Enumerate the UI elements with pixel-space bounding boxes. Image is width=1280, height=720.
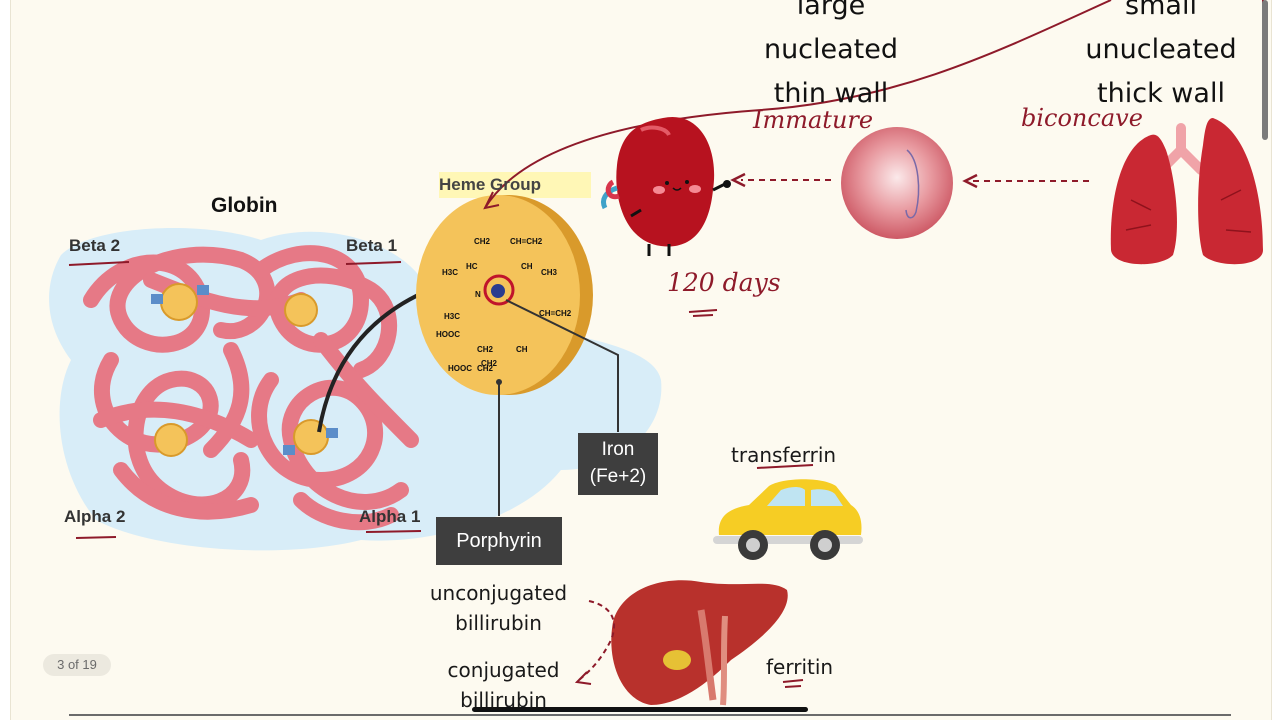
vertical-scrollbar[interactable] xyxy=(1262,0,1268,140)
chem-label: CH2 xyxy=(477,345,494,354)
red-blood-cell xyxy=(841,127,953,239)
cell-scribble xyxy=(905,149,920,219)
chem-label: HC xyxy=(466,262,478,271)
transferrin-label: transferrin xyxy=(731,443,837,467)
chem-label: CH xyxy=(521,262,533,271)
iron-formula: (Fe+2) xyxy=(589,466,647,487)
mature-traits: small unucleated thick wall xyxy=(1051,0,1271,116)
chem-label: CH2 xyxy=(481,359,498,368)
trait-nucleus: nucleated xyxy=(763,34,899,65)
biconcave-annotation: biconcave xyxy=(1021,104,1143,132)
annotation-curve xyxy=(484,0,1112,209)
chem-label: CH2 xyxy=(477,364,494,373)
chem-label: HOOC xyxy=(448,364,472,373)
days-underline xyxy=(688,309,718,317)
chem-label: CH=CH2 xyxy=(510,237,543,246)
unconjugated-bilirubin-label: unconjugated billirubin xyxy=(411,578,586,638)
lungs-illustration xyxy=(1110,118,1263,265)
alpha1-label: Alpha 1 xyxy=(359,507,421,526)
diagram-artwork xyxy=(49,0,1264,706)
trait-size: small xyxy=(1125,0,1197,21)
days-annotation: 120 days xyxy=(667,268,781,297)
immature-annotation: Immature xyxy=(753,106,874,134)
globin-to-heme-arrow xyxy=(317,288,430,433)
conjugated-bilirubin-label: conjugated billirubin xyxy=(431,655,576,715)
iron-label: Iron xyxy=(601,439,635,460)
trait-nucleus: unucleated xyxy=(1085,34,1237,65)
immature-traits: large nucleated thin wall xyxy=(731,0,931,116)
dashed-arrow-1-head xyxy=(730,172,746,188)
chem-label: CH3 xyxy=(541,268,558,277)
iron-connector xyxy=(505,299,619,432)
chem-label: CH xyxy=(516,345,528,354)
bottom-divider xyxy=(69,714,1231,716)
globin-title: Globin xyxy=(211,194,278,217)
chem-label: CH2 xyxy=(474,237,491,246)
unconjugated-line2: billirubin xyxy=(455,611,542,635)
trait-size: large xyxy=(796,0,866,21)
page-indicator: 3 of 19 xyxy=(43,654,111,676)
alpha2-label: Alpha 2 xyxy=(64,507,126,526)
dashed-arrow-2-head xyxy=(962,173,978,189)
unconjugated-line1: unconjugated xyxy=(429,581,568,605)
iron-label-box: Iron (Fe+2) xyxy=(578,433,658,495)
chem-label: HOOC xyxy=(436,330,460,339)
spleen-illustration xyxy=(601,116,731,256)
heme-group-title: Heme Group xyxy=(439,175,542,194)
chem-label: CH=CH2 xyxy=(539,309,572,318)
bilirubin-dashed-arrow xyxy=(578,600,616,681)
transferrin-underline xyxy=(756,464,814,469)
trait-wall: thick wall xyxy=(1097,78,1225,109)
chain-label-underlines xyxy=(68,261,422,539)
conjugated-line1: conjugated xyxy=(447,658,560,682)
chem-label: H3C xyxy=(444,312,461,321)
ferritin-underline xyxy=(782,679,804,688)
trait-wall: thin wall xyxy=(773,78,889,109)
chem-label: N xyxy=(475,290,481,299)
home-indicator[interactable] xyxy=(472,707,808,712)
chem-label: H3C xyxy=(442,268,459,277)
connector-dot xyxy=(496,379,502,385)
ferritin-label: ferritin xyxy=(766,655,834,679)
bilirubin-arrow-head xyxy=(574,671,592,685)
porphyrin-label-box: Porphyrin xyxy=(436,517,562,565)
slide-page: CH2 CH=CH2 H3C HC CH CH3 N CH=CH2 H3C HO… xyxy=(10,0,1272,720)
beta1-label: Beta 1 xyxy=(346,236,398,255)
car-illustration xyxy=(713,479,863,560)
liver-illustration xyxy=(611,580,788,706)
globin-heme-discs xyxy=(151,283,338,457)
iron-atom xyxy=(491,284,505,298)
annotation-curve-tip xyxy=(483,191,500,210)
beta2-label: Beta 2 xyxy=(69,236,121,255)
iron-highlight-circle xyxy=(483,274,515,306)
